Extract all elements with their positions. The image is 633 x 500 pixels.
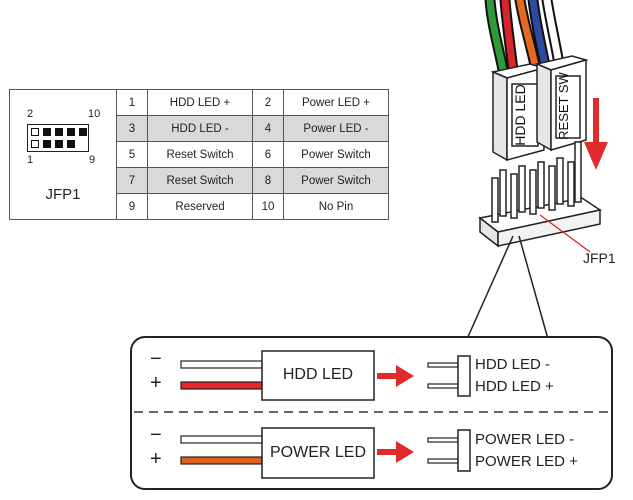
power-minus-wire [180,435,263,444]
hdd-arrow-icon [396,365,414,387]
pin-label: Power Switch [283,141,389,168]
pin-number-top-right: 10 [88,108,101,120]
hdd-minus-sign: − [150,348,162,370]
power-pin-plus [427,458,459,464]
pin-num: 8 [252,167,284,194]
hdd-arrow-shaft [377,373,398,379]
pin-label: Reserved [147,193,253,220]
power-pin-minus-label: POWER LED - [475,431,575,448]
table-row: 7 Reset Switch 8 Power Switch [10,167,389,194]
power-minus-sign: − [150,424,162,446]
table-row: 2 10 1 9 JFP1 1 HDD LED + 2 Power LED + [9,89,389,220]
plug-wires [484,0,566,76]
power-arrow-icon [396,441,414,463]
insert-arrow-icon [584,98,608,170]
pin-label: Power Switch [283,167,389,194]
power-plus-sign: + [150,448,162,470]
hdd-plus-sign: + [150,372,162,394]
hdd-led-box [261,350,375,401]
hdd-led-box-label: HDD LED [282,366,354,383]
hdd-pin-plus-label: HDD LED + [475,378,554,395]
pin-num: 9 [116,193,148,220]
pin-label: Reset Switch [147,141,253,168]
jfp1-pin-table: 2 10 1 9 JFP1 1 HDD LED + 2 Power LED + … [9,89,389,220]
table-row: 3 HDD LED - 4 Power LED - [10,115,389,142]
zoom-line-left [466,235,514,340]
power-plus-wire [180,456,263,465]
pin-num: 10 [252,193,284,220]
power-led-box [261,427,375,479]
pin-number-bottom-right: 9 [89,154,96,166]
pin-num: 6 [252,141,284,168]
jfp1-callout-label: JFP1 [583,250,616,266]
hdd-pin-minus [427,362,459,368]
hdd-header-block [457,355,471,397]
plug-right-label: RESET SW [556,71,571,139]
hdd-pin-plus [427,383,459,389]
table-row: 9 Reserved 10 No Pin [10,193,389,220]
hdd-led-wiring [180,350,471,401]
pin-label: HDD LED - [147,115,253,142]
pin-label: HDD LED + [147,89,253,116]
power-led-box-label: POWER LED [269,444,366,461]
jfp1-title: JFP1 [45,186,81,203]
pin-label: Reset Switch [147,167,253,194]
hdd-plus-wire [180,381,263,390]
pin-number-top-left: 2 [27,108,34,120]
power-arrow-shaft [377,449,398,455]
hdd-pin-minus-label: HDD LED - [475,356,551,373]
jfp1-callout-line [539,214,591,253]
pin-num: 1 [116,89,148,116]
hdd-minus-wire [180,360,263,369]
zoom-line-right [518,235,549,340]
wiring-callout-box [130,336,613,490]
pin-num: 7 [116,167,148,194]
power-header-block [457,429,471,472]
pin-label: Power LED + [283,89,389,116]
plug-left-label: HDD LED [512,84,528,145]
jfp1-header-cell: 2 10 1 9 JFP1 [9,89,117,220]
reset-sw-plug [534,55,589,152]
pin-num: 3 [116,115,148,142]
jfp1-pin-header [478,141,602,248]
power-pin-minus [427,437,459,443]
pin-header-icon [27,124,89,152]
pin-number-bottom-left: 1 [27,154,34,166]
power-pin-plus-label: POWER LED + [475,453,578,470]
pin-label: No Pin [283,193,389,220]
table-row: 5 Reset Switch 6 Power Switch [10,141,389,168]
power-led-wiring [180,427,471,479]
pin-num: 5 [116,141,148,168]
